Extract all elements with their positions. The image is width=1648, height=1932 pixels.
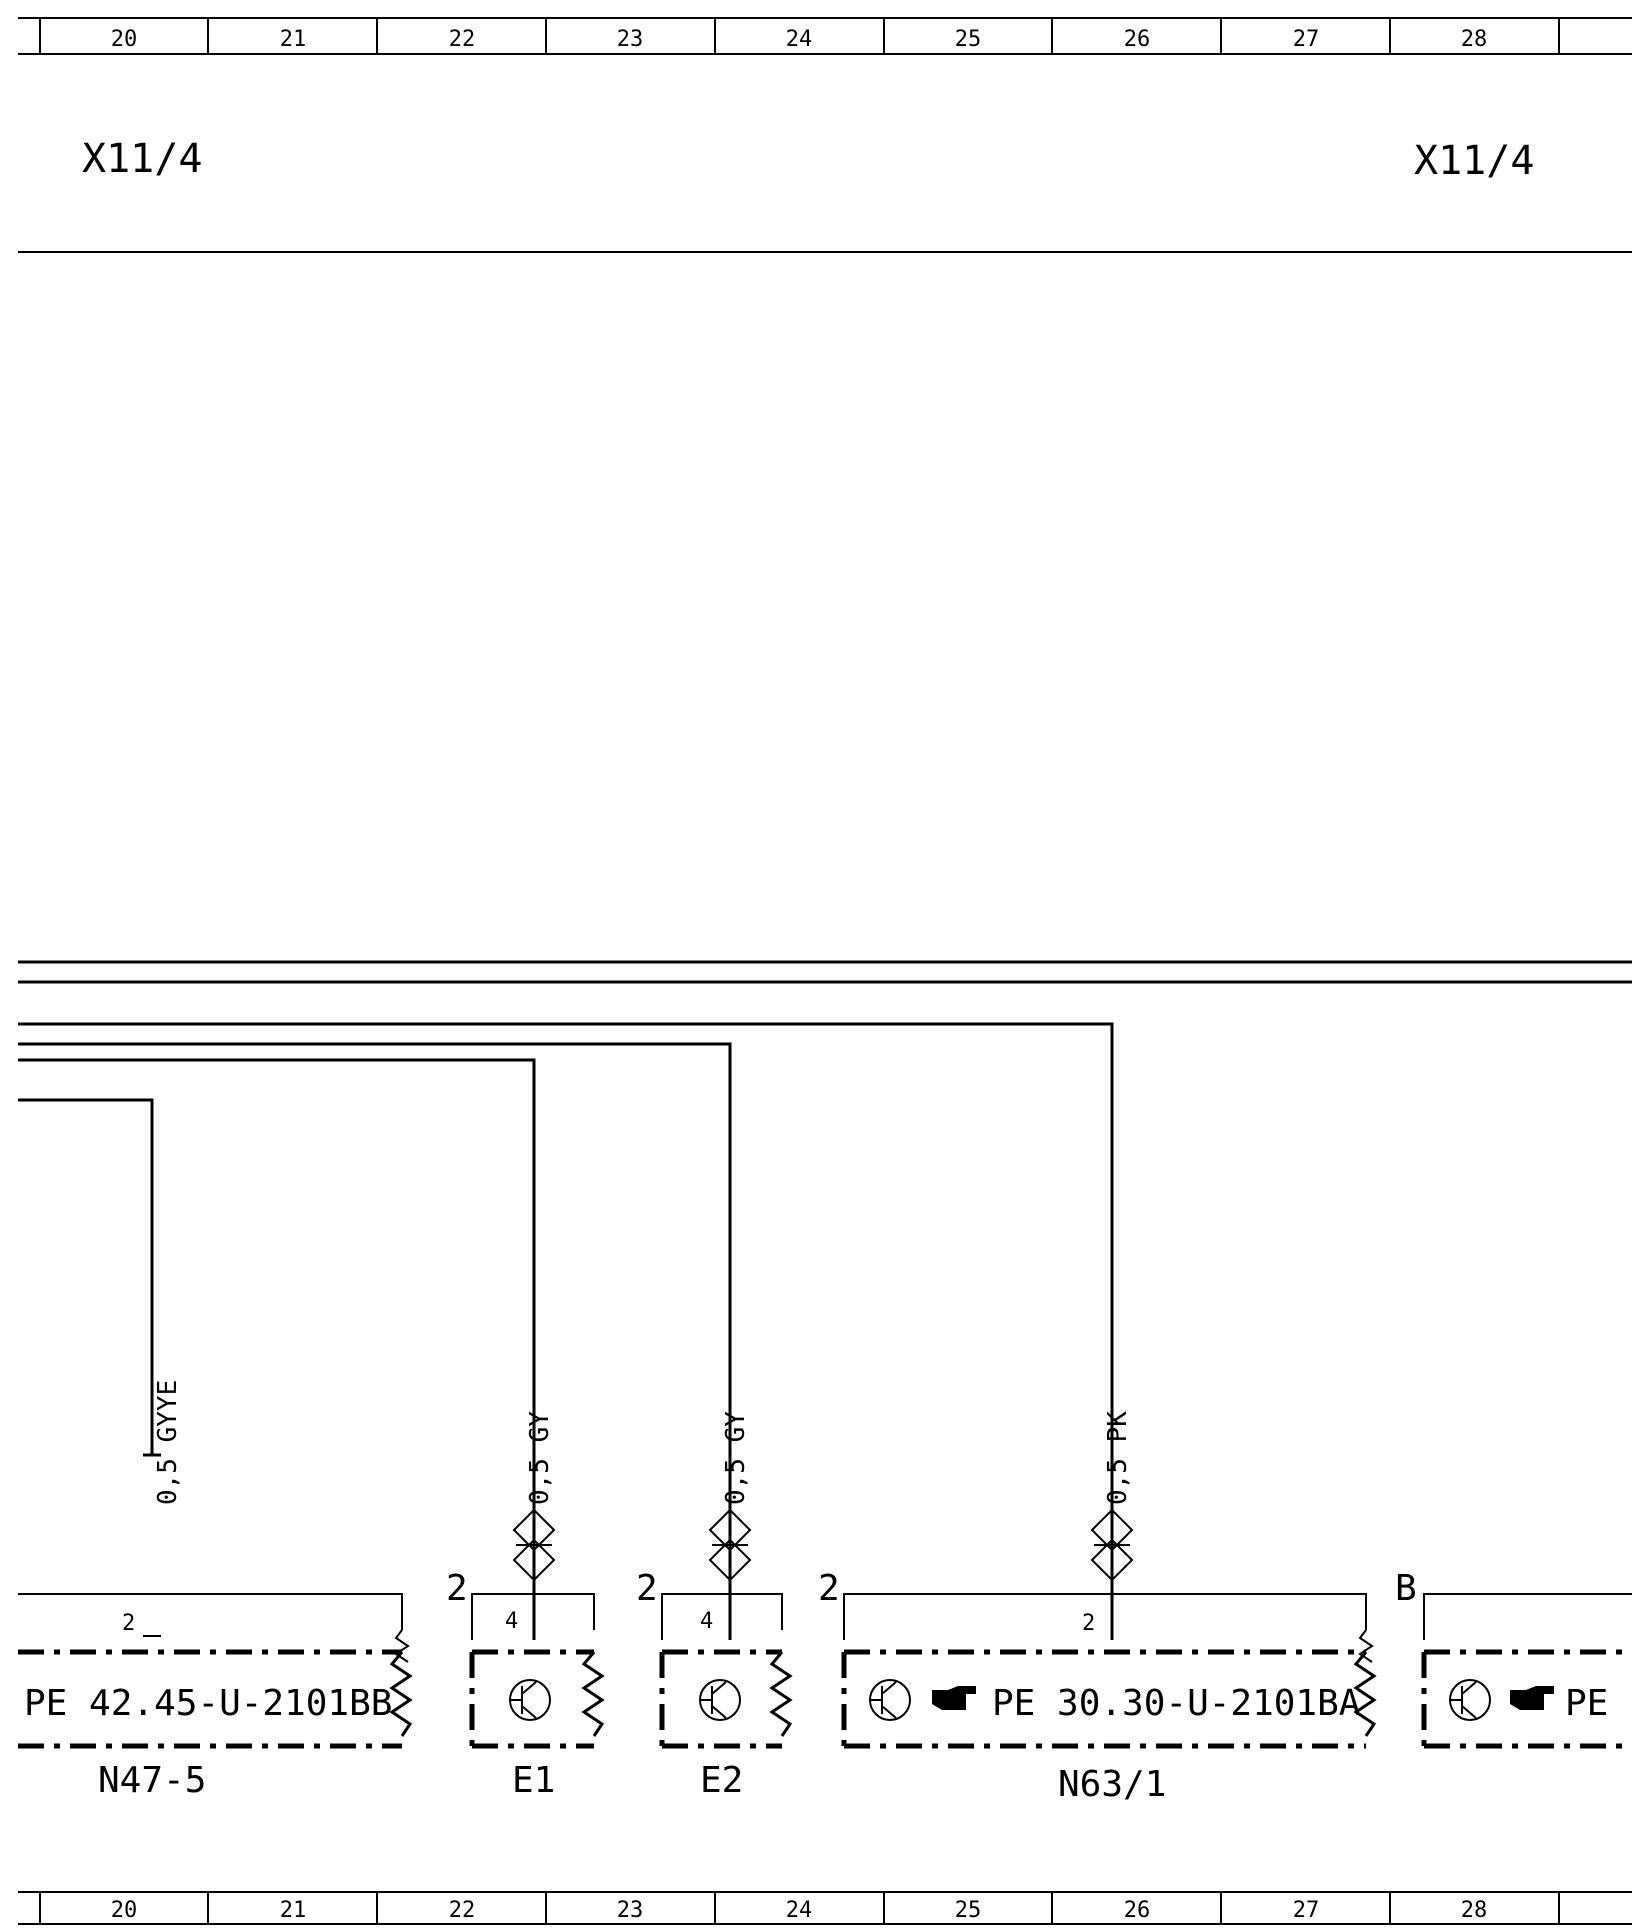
connector-label-left: X11/4 [82,136,202,182]
bottom-grid-col-25: 25 [955,1898,982,1923]
transistor-icon [869,1679,911,1721]
top-grid-col-26: 26 [1124,27,1151,52]
top-grid-col-22: 22 [449,27,476,52]
svg-text:4: 4 [505,1609,518,1634]
svg-text:PE: PE [1565,1683,1608,1724]
svg-text:0,5 GYYE: 0,5 GYYE [153,1380,183,1505]
svg-text:N63/1: N63/1 [1058,1764,1166,1805]
svg-text:N47-5: N47-5 [98,1760,206,1801]
wire-pk: 0,5 PK [18,1022,1133,1640]
bottom-grid-col-27: 27 [1293,1898,1320,1923]
svg-text:E2: E2 [700,1760,743,1801]
svg-text:2: 2 [818,1568,840,1609]
svg-text:2: 2 [122,1611,135,1636]
svg-text:B: B [1395,1568,1417,1609]
connector-crossing-icon [512,1508,556,1582]
top-grid-col-20: 20 [111,27,138,52]
bottom-grid-col-23: 23 [617,1898,644,1923]
transistor-icon [1449,1679,1491,1721]
wire-gy-e1: 0,5 GY [18,1058,555,1640]
svg-text:PE 30.30-U-2101BA: PE 30.30-U-2101BA [992,1683,1361,1724]
top-grid-ruler: 20 21 22 23 24 25 26 27 28 [18,17,1632,55]
svg-text:0,5 GY: 0,5 GY [721,1411,751,1505]
bottom-grid-col-22: 22 [449,1898,476,1923]
component-n47-5: 2 PE 42.45-U-2101BB N47-5 [18,1593,413,1801]
bottom-grid-col-24: 24 [786,1898,813,1923]
top-grid-col-25: 25 [955,27,982,52]
top-grid-col-24: 24 [786,27,813,52]
bottom-grid-col-20: 20 [111,1898,138,1923]
bottom-grid-col-26: 26 [1124,1898,1151,1923]
svg-text:PE 42.45-U-2101BB: PE 42.45-U-2101BB [24,1683,392,1724]
top-grid-col-27: 27 [1293,27,1320,52]
svg-text:4: 4 [700,1609,713,1634]
component-e2: 2 4 E2 [636,1568,793,1801]
wire-gy-e2: 0,5 GY [18,1042,751,1640]
svg-text:2: 2 [446,1568,468,1609]
top-grid-col-21: 21 [280,27,307,52]
bottom-grid-col-21: 21 [280,1898,307,1923]
bottom-grid-col-28: 28 [1461,1898,1488,1923]
connector-crossing-icon [708,1508,752,1582]
pointing-hand-icon [1510,1686,1554,1710]
pointing-hand-icon [932,1686,976,1710]
svg-text:2: 2 [636,1568,658,1609]
top-grid-col-28: 28 [1461,27,1488,52]
connector-label-right: X11/4 [1414,138,1534,184]
bottom-grid-ruler: 20 21 22 23 24 25 26 27 28 [18,1891,1632,1925]
svg-text:0,5 GY: 0,5 GY [525,1411,555,1505]
transistor-icon [509,1679,551,1721]
component-e1: 2 4 E1 [446,1568,605,1801]
wire-gyye: 0,5 GYYE [18,1098,183,1505]
connector-crossing-icon [1090,1508,1134,1582]
component-b-partial: B PE [1395,1568,1632,1749]
top-grid-col-23: 23 [617,27,644,52]
svg-text:E1: E1 [512,1760,555,1801]
svg-text:2: 2 [1082,1611,1095,1636]
component-n63-1: 2 2 PE 30.30-U-2101BA N63/1 [818,1568,1377,1805]
transistor-icon [699,1679,741,1721]
svg-text:0,5 PK: 0,5 PK [1103,1411,1133,1505]
